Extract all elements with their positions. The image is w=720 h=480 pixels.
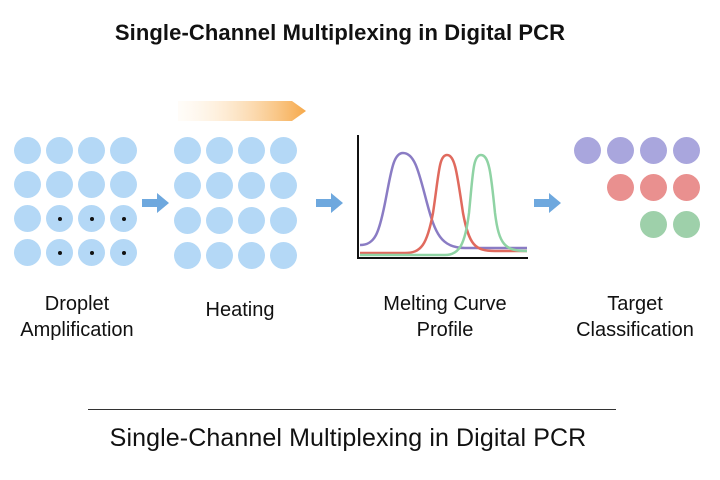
- arrow-right-icon: [316, 193, 343, 213]
- amplified-target-dot: [89, 216, 94, 221]
- arrow-right-icon: [534, 193, 561, 213]
- droplet: [206, 172, 233, 199]
- droplet: [46, 205, 73, 232]
- droplet: [270, 137, 297, 164]
- droplet: [78, 239, 105, 266]
- droplet: [78, 205, 105, 232]
- droplet: [270, 242, 297, 269]
- red-target-droplet: [640, 174, 667, 201]
- purple-target-droplet: [607, 137, 634, 164]
- stage-label-line: Amplification: [20, 319, 134, 341]
- droplet: [46, 239, 73, 266]
- droplet: [238, 242, 265, 269]
- melting-curve-plot: [357, 135, 528, 259]
- amplified-target-dot: [57, 216, 62, 221]
- droplet: [206, 242, 233, 269]
- bottom-title: Single-Channel Multiplexing in Digital P…: [109, 424, 587, 452]
- droplet: [174, 137, 201, 164]
- droplet: [46, 137, 73, 164]
- top-title: Single-Channel Multiplexing in Digital P…: [114, 20, 566, 45]
- droplet: [78, 137, 105, 164]
- plot-axes: [357, 135, 528, 259]
- stage-label-line: Heating: [205, 299, 275, 321]
- stage-label-droplet-amplification: Droplet Amplification: [0, 291, 154, 343]
- stage-label-line: Profile: [416, 319, 474, 341]
- stage-label-line: Target: [607, 293, 663, 315]
- red-melting-curve: [360, 153, 527, 255]
- droplet: [14, 171, 41, 198]
- green-target-droplet: [640, 211, 667, 238]
- droplet: [238, 207, 265, 234]
- stage-label-line: Melting Curve: [383, 293, 507, 315]
- stage-label-line: Classification: [576, 319, 694, 341]
- target-classification-grid: [574, 137, 700, 241]
- droplet: [174, 242, 201, 269]
- droplet: [174, 172, 201, 199]
- droplet: [110, 137, 137, 164]
- stage-label-melting-curve-profile: Melting Curve Profile: [358, 291, 532, 343]
- droplet-amplification-grid: [14, 137, 139, 266]
- amplified-target-dot: [89, 250, 94, 255]
- arrow-right-icon: [142, 193, 169, 213]
- droplet: [110, 239, 137, 266]
- droplet: [206, 207, 233, 234]
- amplified-target-dot: [121, 250, 126, 255]
- droplet: [238, 172, 265, 199]
- heating-gradient-arrow-icon: [178, 101, 306, 121]
- red-target-droplet: [673, 174, 700, 201]
- green-target-droplet: [673, 211, 700, 238]
- amplified-target-dot: [57, 250, 62, 255]
- droplet: [110, 171, 137, 198]
- droplet: [110, 205, 137, 232]
- purple-target-droplet: [574, 137, 601, 164]
- purple-target-droplet: [640, 137, 667, 164]
- droplet: [14, 205, 41, 232]
- droplet: [46, 171, 73, 198]
- droplet: [270, 207, 297, 234]
- droplet: [270, 172, 297, 199]
- droplet: [238, 137, 265, 164]
- droplet: [14, 137, 41, 164]
- purple-target-droplet: [673, 137, 700, 164]
- stage-label-target-classification: Target Classification: [562, 291, 708, 343]
- purple-melting-curve: [359, 151, 527, 250]
- stage-label-heating: Heating: [170, 297, 310, 323]
- droplet: [14, 239, 41, 266]
- green-melting-curve: [360, 153, 528, 257]
- heating-droplet-grid: [174, 137, 299, 269]
- amplified-target-dot: [121, 216, 126, 221]
- stage-label-line: Droplet: [44, 293, 110, 315]
- droplet: [206, 137, 233, 164]
- droplet: [78, 171, 105, 198]
- red-target-droplet: [607, 174, 634, 201]
- divider-line: [88, 409, 616, 410]
- droplet: [174, 207, 201, 234]
